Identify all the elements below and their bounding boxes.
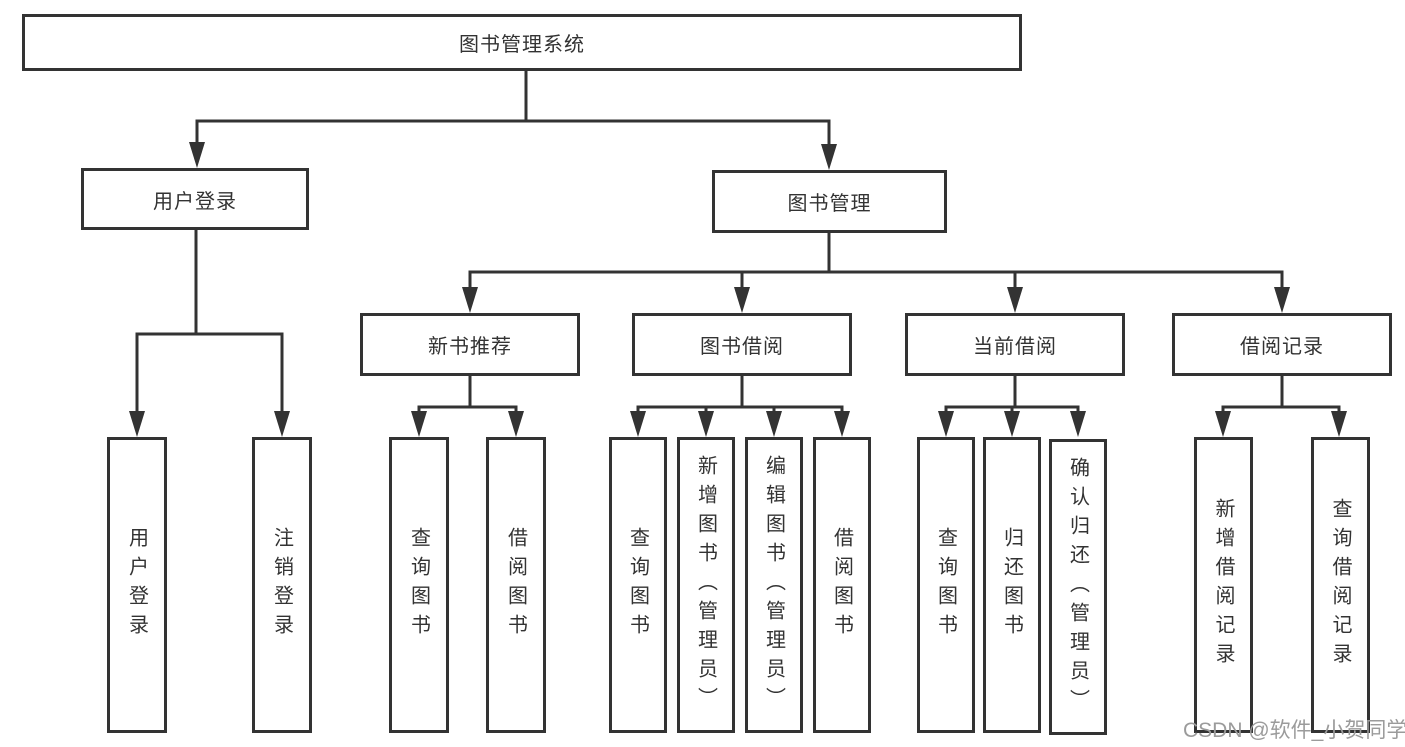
- node-current-borrow-label: 当前借阅: [973, 336, 1057, 358]
- node-new-book-recommend: 新书推荐: [360, 313, 580, 376]
- leaf-record-query: 查询借阅记录: [1311, 437, 1370, 733]
- leaf-newbook-borrow: 借阅图书: [486, 437, 546, 733]
- node-user-login: 用户登录: [81, 168, 309, 230]
- leaf-logout-label: 注销登录: [270, 527, 293, 643]
- leaf-borrow-query-label: 查询图书: [626, 527, 649, 643]
- leaf-newbook-query: 查询图书: [389, 437, 449, 733]
- node-book-borrow-label: 图书借阅: [700, 336, 784, 358]
- node-book-management: 图书管理: [712, 170, 947, 233]
- leaf-borrow-add-admin: 新增图书（管理员）: [677, 437, 735, 733]
- leaf-borrow-edit-admin-label: 编辑图书（管理员）: [762, 454, 785, 716]
- node-borrow-record-label: 借阅记录: [1240, 336, 1324, 358]
- node-root-label: 图书管理系统: [459, 34, 585, 56]
- leaf-borrow-book: 借阅图书: [813, 437, 871, 733]
- node-borrow-record: 借阅记录: [1172, 313, 1392, 376]
- leaf-user-login: 用户登录: [107, 437, 167, 733]
- leaf-borrow-add-admin-label: 新增图书（管理员）: [694, 454, 717, 716]
- node-book-management-label: 图书管理: [787, 193, 872, 215]
- leaf-current-query: 查询图书: [917, 437, 975, 733]
- leaf-record-add-label: 新增借阅记录: [1212, 498, 1234, 672]
- leaf-borrow-book-label: 借阅图书: [830, 527, 853, 643]
- leaf-current-query-label: 查询图书: [934, 527, 957, 643]
- leaf-user-login-label: 用户登录: [125, 527, 148, 643]
- leaf-newbook-query-label: 查询图书: [407, 527, 430, 643]
- node-user-login-label: 用户登录: [153, 190, 237, 213]
- arrowheads: [129, 142, 1347, 437]
- node-book-borrow: 图书借阅: [632, 313, 852, 376]
- leaf-current-confirm-admin: 确认归还（管理员）: [1049, 439, 1107, 735]
- leaf-borrow-edit-admin: 编辑图书（管理员）: [745, 437, 803, 733]
- leaf-record-add: 新增借阅记录: [1194, 437, 1253, 733]
- leaf-current-return-label: 归还图书: [1000, 527, 1023, 643]
- node-new-book-recommend-label: 新书推荐: [428, 336, 512, 358]
- node-current-borrow: 当前借阅: [905, 313, 1125, 376]
- leaf-current-return: 归还图书: [983, 437, 1041, 733]
- leaf-record-query-label: 查询借阅记录: [1329, 498, 1351, 672]
- leaf-logout: 注销登录: [252, 437, 312, 733]
- leaf-newbook-borrow-label: 借阅图书: [504, 527, 527, 643]
- leaf-borrow-query: 查询图书: [609, 437, 667, 733]
- node-root: 图书管理系统: [22, 14, 1022, 71]
- leaf-current-confirm-admin-label: 确认归还（管理员）: [1066, 456, 1089, 718]
- csdn-watermark: CSDN @软件_小贺同学: [1183, 719, 1405, 742]
